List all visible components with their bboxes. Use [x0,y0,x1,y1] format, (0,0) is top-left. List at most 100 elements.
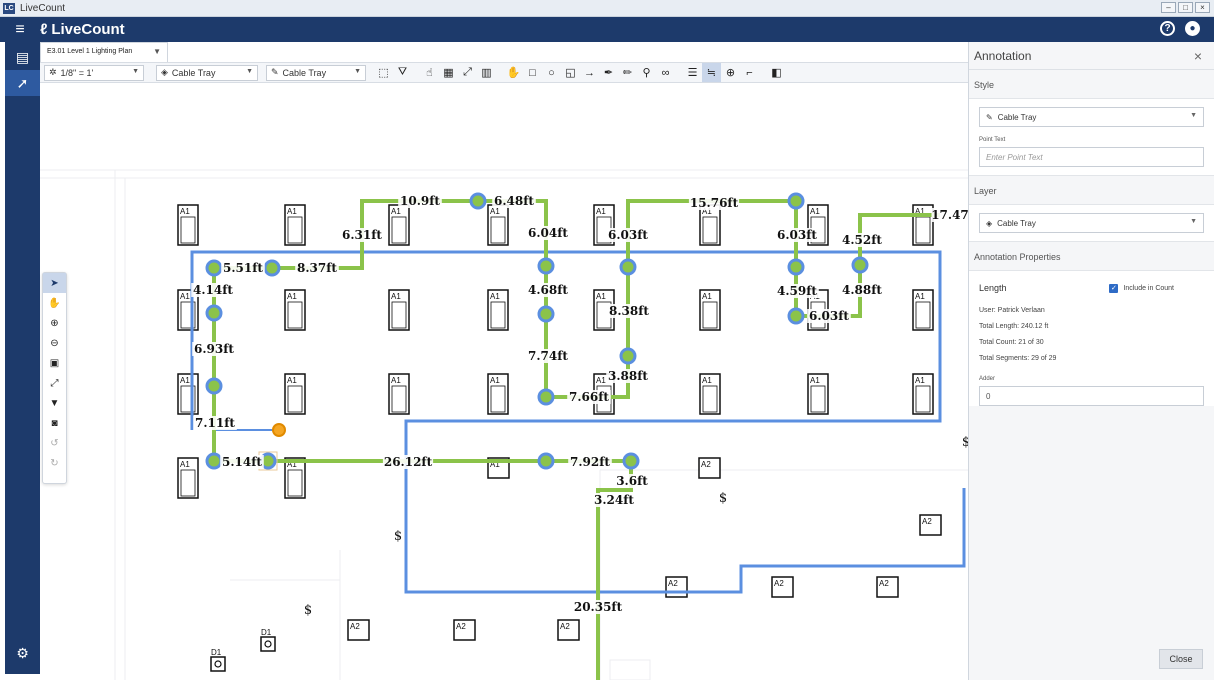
highlighter-icon[interactable]: ✏ [622,67,633,79]
measure-icon[interactable]: ⤢ [463,66,472,78]
select-area-icon[interactable]: ⬚ [378,67,389,79]
fixture-symbol: A1 [388,289,410,331]
note-icon[interactable]: ◱ [565,67,576,79]
count-node[interactable] [205,259,223,277]
hand-count-icon[interactable]: ✋ [506,67,521,79]
pencil-icon: ✎ [271,67,279,77]
length-label: 15.76ft [690,196,739,210]
rectangle-icon[interactable]: □ [529,66,536,79]
calculator-icon[interactable]: ▦ [443,67,454,79]
count-node[interactable] [263,259,281,277]
outlet-symbols: $$$$ [304,435,968,618]
fixture-symbol: A1 [284,289,306,331]
close-window-button[interactable]: × [1195,2,1210,13]
fixture-label: A1 [702,376,712,385]
style-dropdown[interactable]: ✎ Cable Tray ▼ [979,107,1204,127]
route-icon[interactable]: ⌐ [746,66,753,79]
active-node[interactable] [272,423,286,437]
count-node[interactable] [205,452,223,470]
nav-launch-icon[interactable]: ➚ [5,70,40,96]
camera-icon[interactable]: ◙ [51,417,58,429]
undo-icon[interactable]: ↺ [50,437,59,449]
count-node[interactable] [851,256,869,274]
count-node[interactable] [537,305,555,323]
count-node[interactable] [537,452,555,470]
window-title-bar: LC LiveCount – □ × [0,0,1214,17]
outlet-symbol: $ [394,529,402,544]
fixture-label: A1 [915,292,925,301]
adder-input[interactable]: 0 [979,386,1204,406]
window-logo-icon: LC [3,2,15,14]
length-label: 4.59ft [777,284,817,298]
scale-value: 1/8" = 1' [60,67,94,78]
length-label: 20.35ft [574,600,623,614]
count-node[interactable] [619,258,637,276]
pen-icon[interactable]: ✒ [603,67,614,79]
expand-icon[interactable]: ⤢ [50,377,59,389]
chevron-down-icon: ▼ [246,67,253,75]
count-node[interactable] [787,192,805,210]
pointer-icon[interactable]: ➤ [43,273,66,293]
layer-dropdown[interactable]: ◈ Cable Tray ▼ [979,213,1204,233]
point-text-input[interactable]: Enter Point Text [979,147,1204,167]
fixture-label: A2 [922,517,932,526]
count-node[interactable] [469,192,487,210]
zoom-in-icon[interactable]: ⊕ [50,317,59,329]
fixture-symbol: A2 [919,514,942,536]
count-node[interactable] [205,377,223,395]
length-label: 7.11ft [195,416,235,430]
outlet-symbol: $ [719,491,727,506]
area-outline[interactable] [190,250,966,594]
include-in-count-checkbox[interactable]: ✓ Include in Count [1109,283,1174,293]
count-nodes[interactable] [205,192,869,470]
list-icon[interactable]: ☰ [687,67,698,79]
chevron-down-icon: ▼ [1190,218,1197,225]
nav-documents-icon[interactable]: ▤ [15,48,30,65]
fixture-symbol: A1 [487,373,509,415]
fixture-label: A1 [391,207,401,216]
style-select[interactable]: ✎ Cable Tray ▼ [266,64,366,81]
length-label: 6.48ft [494,194,534,208]
user-stat: User: Patrick Verlaan [979,307,1045,314]
count-node[interactable] [537,388,555,406]
stamp-icon[interactable]: ⚲ [642,67,651,79]
help-icon[interactable]: ? [1160,21,1175,36]
minimize-button[interactable]: – [1161,2,1176,13]
scale-select[interactable]: ✲ 1/8" = 1' ▼ [44,64,144,81]
count-node[interactable] [205,304,223,322]
compare-icon[interactable]: ◧ [771,67,782,79]
polygon-select-icon[interactable]: ⛛ [397,66,408,78]
arrow-icon[interactable]: → [584,66,595,79]
count-node[interactable] [619,347,637,365]
zoom-out-icon[interactable]: ⊖ [50,337,59,349]
chevron-down-icon[interactable]: ▼ [153,47,161,56]
fit-page-icon[interactable]: ▣ [49,357,60,369]
user-account-icon[interactable]: ● [1185,21,1200,36]
count-tool-icon[interactable]: ☝ [426,67,433,79]
close-icon[interactable]: × [1193,48,1202,64]
link-icon[interactable]: ∞ [661,66,670,79]
count-node[interactable] [787,258,805,276]
redo-icon[interactable]: ↻ [50,457,59,469]
layer-select[interactable]: ◈ Cable Tray ▼ [156,64,258,81]
app-brand: ℓ LiveCount [40,21,125,38]
fixture-symbol: A1 [912,289,934,331]
close-button[interactable]: Close [1159,649,1203,669]
cable-tray-tool-icon[interactable]: ≒ [702,63,721,82]
circle-icon[interactable]: ○ [548,66,555,79]
count-node[interactable] [787,307,805,325]
maximize-button[interactable]: □ [1178,2,1193,13]
filter-icon[interactable]: ▼ [49,397,60,409]
crosshair-icon[interactable]: ⊕ [725,67,736,79]
count-node[interactable] [537,257,555,275]
length-label: 3.24ft [594,493,634,507]
settings-gear-icon[interactable]: ⚙ [16,645,29,661]
window-controls: – □ × [1161,2,1210,13]
hamburger-menu-icon[interactable]: ≡ [15,20,25,38]
pan-hand-icon[interactable]: ✋ [48,297,61,309]
count-node[interactable] [622,452,640,470]
document-tab[interactable]: E3.01 Level 1 Lighting Plan ▼ [40,42,168,62]
grid-icon[interactable]: ▥ [481,67,492,79]
